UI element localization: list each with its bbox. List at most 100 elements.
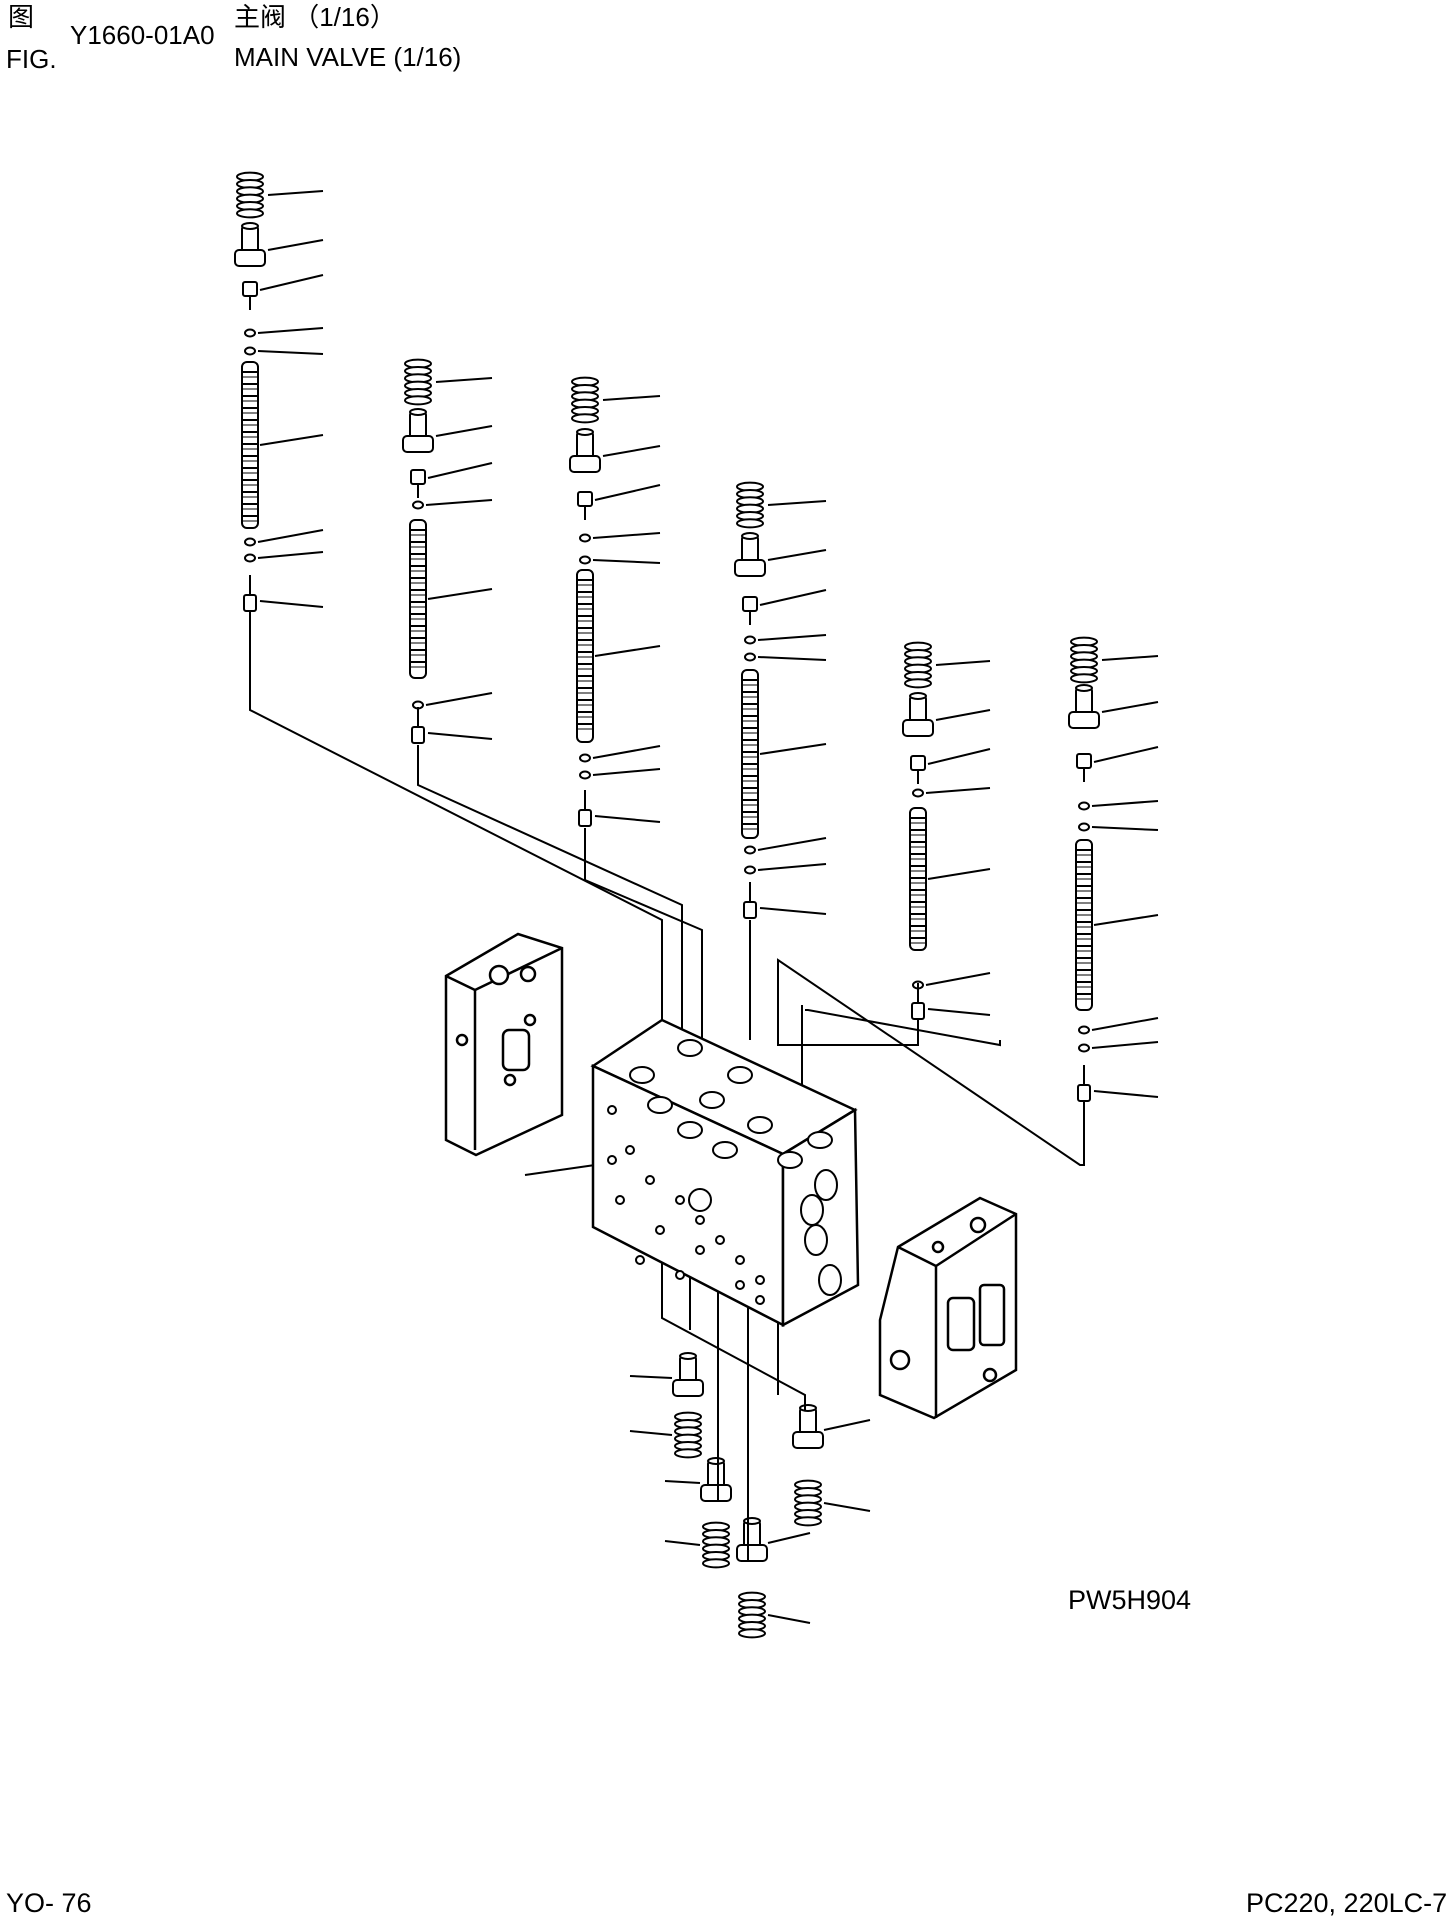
- lower-spring-4: [794, 1479, 822, 1527]
- leader-line: [427, 462, 493, 479]
- leader-line: [1091, 1041, 1159, 1049]
- page-number: YO- 76: [6, 1888, 92, 1918]
- valve-port: [747, 1116, 773, 1134]
- leader-line: [594, 645, 661, 657]
- valve-port: [677, 1121, 703, 1139]
- lower-retainer-4: [792, 1404, 824, 1449]
- leader-line: [1091, 826, 1159, 831]
- valve-port: [647, 1096, 673, 1114]
- spring-2: [404, 358, 432, 406]
- retainer-4: [734, 532, 766, 577]
- valve-body: [590, 1018, 860, 1328]
- leader-line: [759, 743, 827, 755]
- o-ring: [244, 553, 256, 563]
- leader-line: [257, 327, 324, 334]
- o-ring: [579, 533, 591, 543]
- leader-line: [602, 445, 661, 457]
- leader-line: [629, 1375, 673, 1379]
- lower-retainer-1: [672, 1352, 704, 1397]
- valve-port: [699, 1091, 725, 1109]
- stopper-3: [577, 491, 593, 520]
- valve-hole: [655, 1225, 665, 1235]
- leader-line: [767, 500, 827, 506]
- leader-line: [425, 692, 493, 706]
- leader-line: [592, 532, 661, 539]
- leader-line: [664, 1480, 701, 1484]
- valve-hole: [695, 1245, 705, 1255]
- spring-1: [236, 171, 264, 219]
- connector-line: [249, 612, 663, 1040]
- o-ring: [1078, 822, 1090, 832]
- spool-6: [1075, 839, 1093, 1011]
- leader-line: [757, 656, 827, 661]
- leader-line: [592, 768, 661, 776]
- valve-hole: [645, 1175, 655, 1185]
- valve-hole: [675, 1270, 685, 1280]
- stopper-2: [410, 469, 426, 498]
- leader-line: [757, 634, 827, 641]
- leader-line: [823, 1502, 871, 1512]
- leader-line: [1091, 1017, 1159, 1031]
- o-ring: [912, 788, 924, 798]
- o-ring: [579, 753, 591, 763]
- leader-line: [1093, 1090, 1159, 1098]
- connector-line: [777, 958, 1085, 1166]
- o-ring: [744, 865, 756, 875]
- left-end-cover: [444, 932, 564, 1157]
- leader-line: [267, 190, 324, 196]
- leader-line: [257, 350, 324, 355]
- retainer-6: [1068, 684, 1100, 729]
- valve-port: [800, 1194, 824, 1226]
- valve-port: [677, 1039, 703, 1057]
- stopper-5: [910, 755, 926, 784]
- leader-line: [257, 551, 324, 559]
- leader-line: [767, 1614, 811, 1624]
- leader-line: [267, 239, 324, 251]
- retainer-1: [234, 222, 266, 267]
- leader-line: [594, 815, 661, 823]
- valve-port: [777, 1151, 803, 1169]
- plug-6: [1077, 1065, 1091, 1102]
- plug-4: [743, 882, 757, 919]
- fig-label-en: FIG.: [6, 44, 57, 74]
- lower-spring-2: [702, 1521, 730, 1569]
- fig-number: Y1660-01A0: [70, 20, 215, 50]
- lower-retainer-2: [700, 1457, 732, 1502]
- leader-line: [927, 748, 991, 765]
- leader-line: [592, 559, 661, 564]
- valve-hole: [695, 1215, 705, 1225]
- stopper-4: [742, 596, 758, 625]
- leader-line: [759, 907, 827, 915]
- valve-hole: [615, 1195, 625, 1205]
- leader-line: [927, 1008, 991, 1016]
- right-end-cover: [878, 1196, 1018, 1420]
- spool-2: [409, 519, 427, 679]
- leader-line: [427, 588, 493, 600]
- stopper-6: [1076, 753, 1092, 782]
- leader-line: [259, 600, 324, 608]
- valve-port: [712, 1141, 738, 1159]
- spring-4: [736, 481, 764, 529]
- leader-line: [257, 529, 324, 543]
- lower-spring-1: [674, 1411, 702, 1459]
- valve-port: [814, 1169, 838, 1201]
- plug-5: [911, 983, 925, 1020]
- valve-hole: [715, 1235, 725, 1245]
- o-ring: [244, 537, 256, 547]
- stopper-1: [242, 281, 258, 310]
- spool-3: [576, 569, 594, 743]
- spool-5: [909, 807, 927, 951]
- o-ring: [744, 635, 756, 645]
- valve-port: [629, 1066, 655, 1084]
- leader-line: [767, 549, 827, 561]
- spring-6: [1070, 636, 1098, 684]
- leader-line: [935, 660, 991, 666]
- leader-line: [259, 434, 324, 446]
- leader-line: [759, 589, 827, 606]
- leader-line: [925, 787, 991, 794]
- valve-hole: [735, 1280, 745, 1290]
- leader-line: [435, 425, 493, 437]
- leader-line: [757, 837, 827, 851]
- o-ring: [244, 346, 256, 356]
